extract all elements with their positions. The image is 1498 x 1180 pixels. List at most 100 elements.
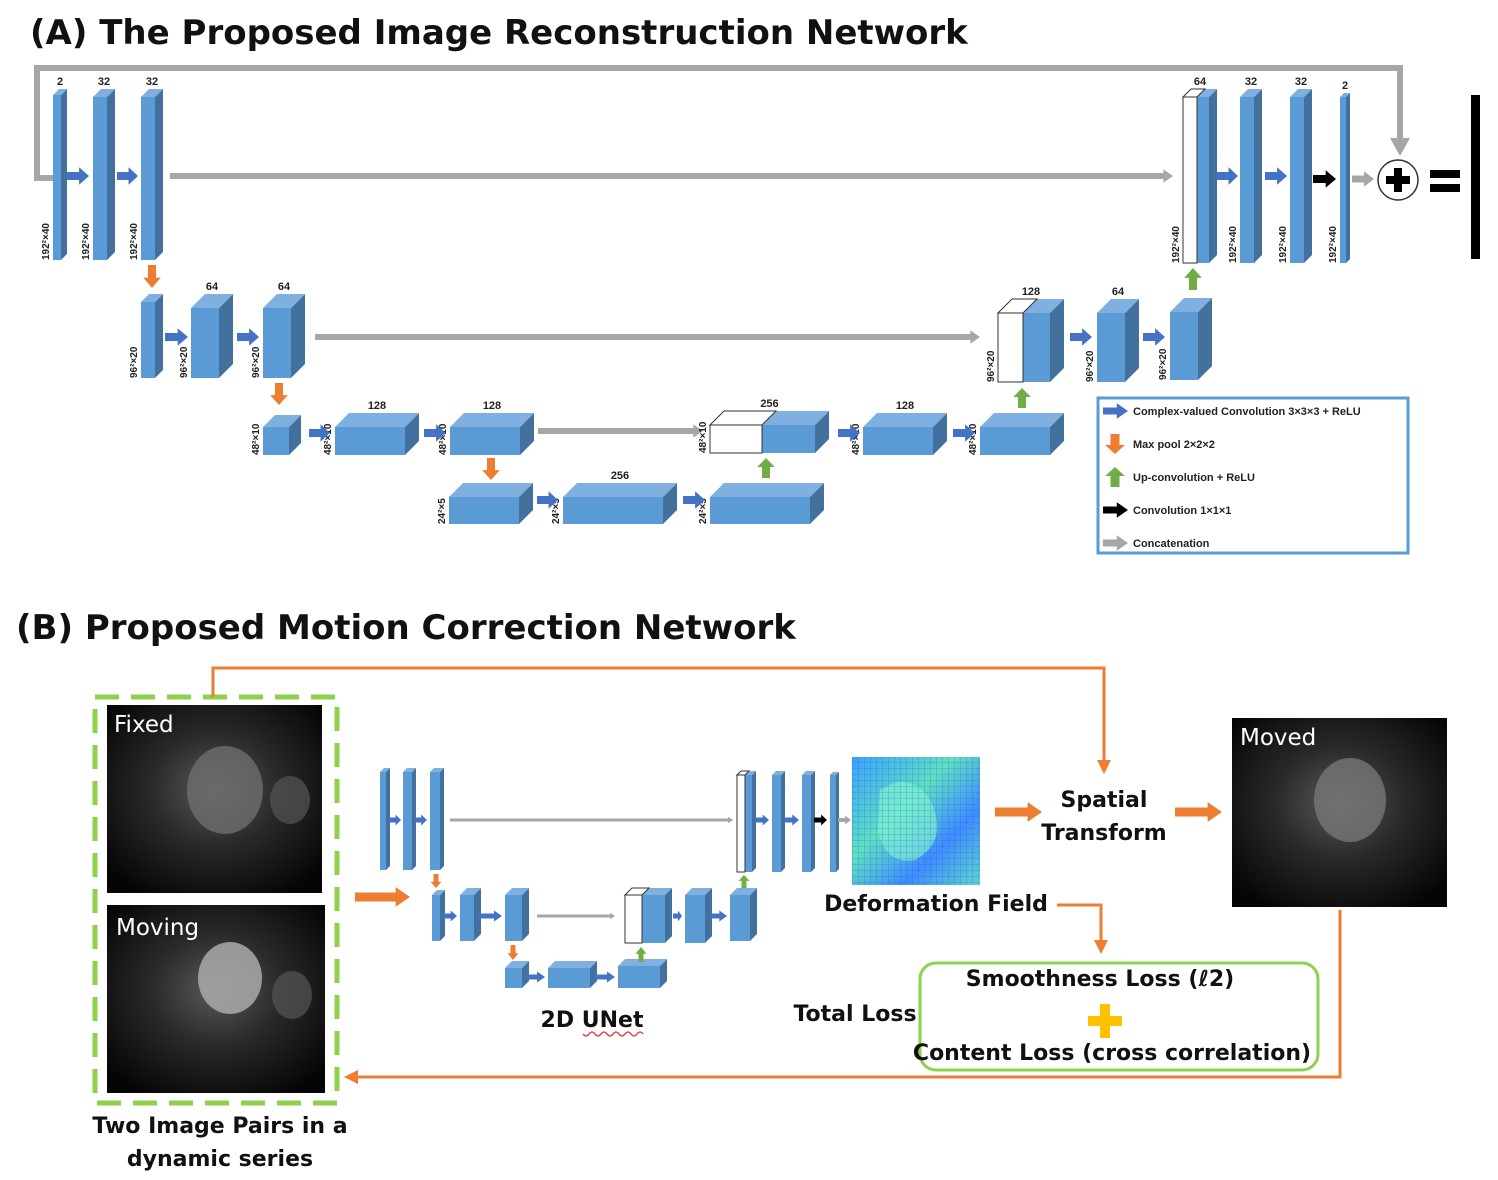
unet-block: [432, 890, 445, 941]
spatial-transform-line2: Transform: [1041, 821, 1167, 846]
conv-arrow: [389, 814, 401, 826]
legend-arrow-icon: [1103, 502, 1128, 518]
moved-image: Moved: [1232, 718, 1447, 907]
legend-label: Concatenation: [1133, 538, 1210, 550]
size-label: 24²×5: [437, 498, 448, 524]
channel-label: 64: [278, 281, 291, 293]
skip-arrow: [537, 912, 615, 920]
size-label: 24²×5: [698, 498, 709, 524]
conv-arrow: [67, 167, 89, 185]
legend-item: Max pool 2×2×2: [1105, 434, 1215, 454]
maxpool-arrow: [430, 874, 442, 888]
concat-arrow: [1352, 171, 1374, 187]
flow-lines: [211, 666, 1342, 1079]
block-2: 32 192²×40: [129, 76, 163, 260]
conv-arrow: [673, 910, 682, 922]
channel-label: 32: [146, 76, 158, 88]
unet-block: [802, 771, 815, 872]
upconv-arrow: [1013, 388, 1031, 408]
size-label: 24²×5: [551, 498, 562, 524]
legend-item: Complex-valued Convolution 3×3×3 + ReLU: [1103, 403, 1361, 419]
conv-arrow: [309, 424, 330, 442]
size-label: 192²×40: [129, 223, 140, 260]
transform-to-moved-arrow: [1175, 802, 1222, 822]
smoothness-loss: Smoothness Loss (ℓ2): [966, 967, 1234, 992]
size-label: 96²×20: [1158, 348, 1169, 380]
conv-arrow: [443, 910, 457, 922]
legend-item: Concatenation: [1103, 535, 1210, 551]
part-a-title: (A) The Proposed Image Reconstruction Ne…: [30, 13, 969, 53]
pairs-caption-line1: Two Image Pairs in a: [92, 1114, 347, 1139]
moving-label: Moving: [116, 915, 199, 941]
loss-box: [918, 961, 1320, 1072]
total-loss-label: Total Loss: [793, 1002, 916, 1027]
legend-arrow-icon: [1103, 535, 1128, 551]
plus-icon: [1088, 1004, 1122, 1038]
conv-arrow: [953, 424, 975, 442]
unet-block: [430, 768, 444, 870]
legend-item: Convolution 1×1×1: [1103, 502, 1231, 518]
flow-arrowheads: [344, 760, 1111, 1084]
legend-arrow-icon: [1105, 467, 1125, 487]
conv-arrow: [710, 910, 727, 922]
conv-arrow: [784, 814, 799, 826]
size-label: 48²×10: [323, 423, 334, 455]
conv-arrow: [537, 491, 558, 509]
block-11: 24²×5: [698, 483, 824, 524]
content-loss: Content Loss (cross correlation): [913, 1041, 1311, 1066]
channel-label: 256: [760, 398, 778, 410]
unet-block: [505, 888, 529, 941]
size-label: 96²×20: [251, 346, 262, 378]
channel-label: 2: [57, 76, 63, 88]
skip-arrow-level1: [170, 169, 1173, 183]
conv-arrow: [424, 424, 446, 442]
output-image-bar: [1471, 95, 1480, 259]
conv-arrow: [414, 814, 427, 826]
unet-block: [460, 888, 481, 941]
conv-arrow: [595, 971, 615, 983]
input-to-unet-arrow: [355, 887, 410, 907]
block-9: 24²×5: [437, 483, 533, 524]
channel-label: 32: [1245, 76, 1257, 88]
channel-label: 2: [1342, 80, 1348, 92]
block-21: 2 192²×40: [1328, 80, 1350, 263]
upconv-arrow: [738, 875, 750, 888]
channel-label: 256: [611, 470, 629, 482]
channel-label: 128: [896, 400, 914, 412]
concat-arrow: [838, 815, 851, 825]
block-6: 48²×10: [251, 415, 301, 455]
channel-label: 128: [483, 400, 501, 412]
conv-arrow: [838, 424, 860, 442]
unet-block: [772, 771, 785, 872]
size-label: 48²×10: [698, 421, 709, 453]
maxpool-arrow: [270, 383, 288, 405]
size-label: 192²×40: [1278, 226, 1289, 263]
conv-arrow: [755, 814, 769, 826]
motion-correction-network: Fixed Moving Two Image Pairs in a dynami…: [92, 666, 1447, 1172]
equals-icon: [1430, 170, 1460, 178]
conv-arrow: [527, 971, 545, 983]
legend-label: Convolution 1×1×1: [1133, 505, 1231, 517]
size-label: 192²×40: [1328, 226, 1339, 263]
legend-arrow-icon: [1105, 434, 1125, 454]
unet-block: [505, 961, 529, 988]
channel-label: 128: [1022, 286, 1040, 298]
moving-image: Moving: [107, 905, 325, 1093]
2d-unet: [380, 768, 851, 988]
legend: Complex-valued Convolution 3×3×3 + ReLU M…: [1096, 396, 1410, 555]
skip-arrow-level2: [315, 330, 980, 344]
deformation-field-label: Deformation Field: [824, 892, 1048, 917]
legend-item: Up-convolution + ReLU: [1105, 467, 1255, 487]
unet-block: [735, 770, 756, 873]
fixed-label: Fixed: [114, 712, 174, 738]
